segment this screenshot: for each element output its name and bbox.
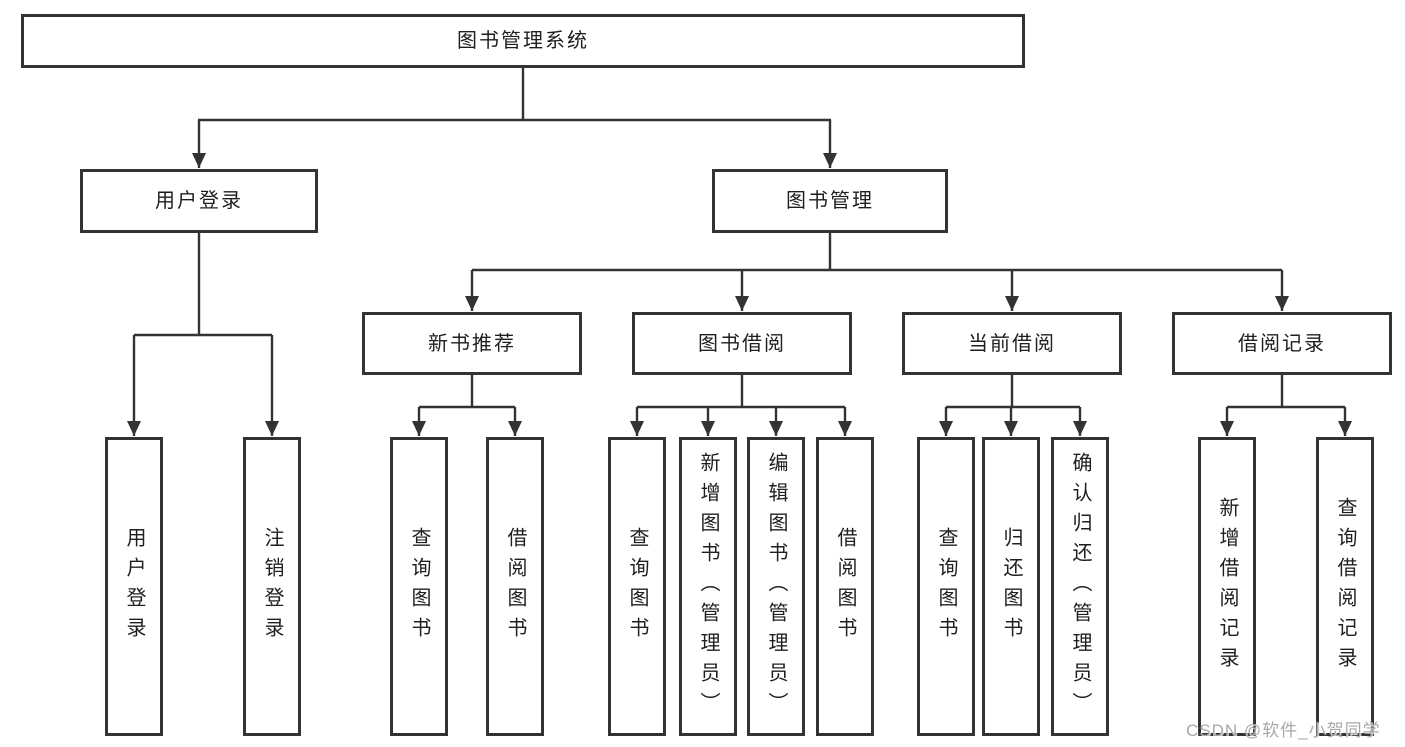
node-label: 查询图书 (408, 526, 430, 647)
node-label: 查询图书 (626, 526, 648, 647)
node-label: 借阅图书 (834, 526, 856, 647)
leaf-cb-query-books: 查询图书 (917, 437, 975, 736)
node-label: 查询借阅记录 (1334, 496, 1356, 677)
node-book-management: 图书管理 (712, 169, 948, 233)
leaf-nb-query-books: 查询图书 (390, 437, 448, 736)
node-current-borrowing: 当前借阅 (902, 312, 1122, 375)
node-label: 编辑图书（管理员） (765, 451, 787, 722)
node-label: 新增图书（管理员） (697, 451, 719, 722)
node-label: 当前借阅 (968, 332, 1056, 355)
node-label: 图书管理 (786, 190, 874, 212)
leaf-bb-edit-books-admin: 编辑图书（管理员） (747, 437, 805, 736)
node-label: 图书借阅 (698, 332, 786, 355)
node-borrow-records: 借阅记录 (1172, 312, 1392, 375)
leaf-br-query-record: 查询借阅记录 (1316, 437, 1374, 736)
node-label: 用户登录 (123, 526, 145, 647)
leaf-br-add-record: 新增借阅记录 (1198, 437, 1256, 736)
leaf-nb-borrow-books: 借阅图书 (486, 437, 544, 736)
node-book-borrowing: 图书借阅 (632, 312, 852, 375)
node-new-book-recommend: 新书推荐 (362, 312, 582, 375)
leaf-user-login: 用户登录 (105, 437, 163, 736)
leaf-cb-confirm-return-admin: 确认归还（管理员） (1051, 437, 1109, 736)
node-user-login: 用户登录 (80, 169, 318, 233)
leaf-cb-return-books: 归还图书 (982, 437, 1040, 736)
node-label: 图书管理系统 (457, 30, 589, 52)
node-label: 归还图书 (1000, 526, 1022, 647)
leaf-logout: 注销登录 (243, 437, 301, 736)
node-label: 借阅记录 (1238, 332, 1326, 355)
node-root-system: 图书管理系统 (21, 14, 1025, 68)
watermark: CSDN @软件_小贺同学 (1186, 721, 1381, 740)
leaf-bb-borrow-books: 借阅图书 (816, 437, 874, 736)
node-label: 用户登录 (155, 190, 243, 212)
node-label: 借阅图书 (504, 526, 526, 647)
leaf-bb-query-books: 查询图书 (608, 437, 666, 736)
node-label: 注销登录 (261, 526, 283, 647)
node-label: 新增借阅记录 (1216, 496, 1238, 677)
node-label: 新书推荐 (428, 332, 516, 355)
node-label: 查询图书 (935, 526, 957, 647)
node-label: 确认归还（管理员） (1069, 451, 1091, 722)
leaf-bb-add-books-admin: 新增图书（管理员） (679, 437, 737, 736)
